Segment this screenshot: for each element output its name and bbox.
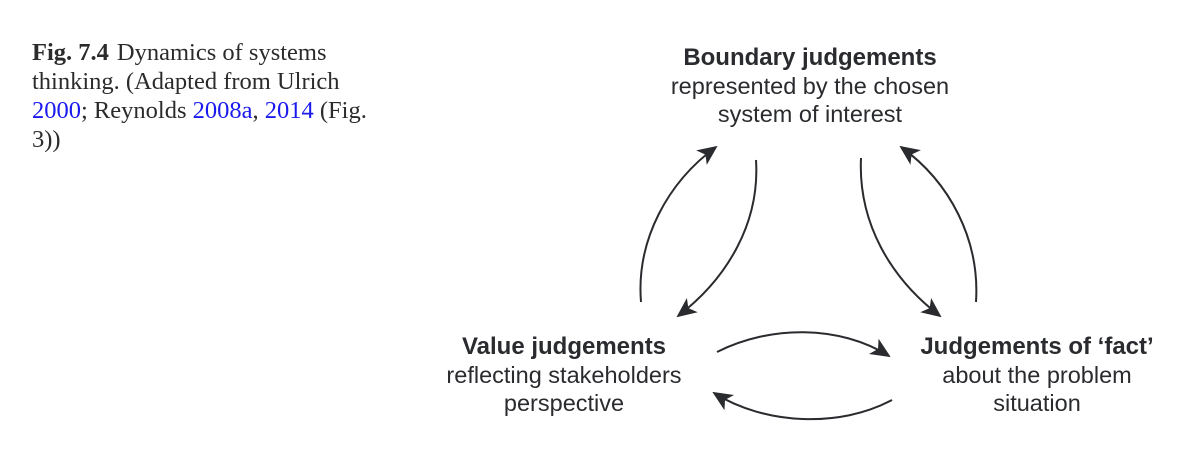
node-judgements-of-fact: Judgements of ‘fact’ about the problem s… [882, 333, 1192, 417]
citation-link-ulrich-2000[interactable]: 2000 [32, 97, 81, 124]
arrow-value-to-boundary [639, 145, 718, 303]
node-title: Boundary judgements [683, 44, 937, 71]
arrow-boundary-to-fact [859, 157, 942, 318]
caption-text: Dynamics of systems thinking. (Adapted f… [32, 39, 340, 95]
arrow-fact-to-boundary [899, 145, 978, 303]
citation-link-reynolds-2014[interactable]: 2014 [264, 97, 314, 124]
node-value-judgements: Value judgements reflecting stakeholders… [405, 333, 723, 417]
arrow-fact-to-value [712, 391, 893, 421]
citation-link-reynolds-2008a[interactable]: 2008a [192, 97, 253, 124]
caption-text: ; Reynolds [81, 97, 193, 124]
node-description: perspective [503, 390, 625, 416]
node-title: Judgements of ‘fact’ [920, 333, 1154, 360]
node-description: represented by the chosen [670, 73, 950, 99]
figure-label: Fig. 7.4 [32, 39, 109, 66]
arrow-boundary-to-value [676, 159, 758, 318]
node-title: Value judgements [461, 333, 667, 360]
node-description: about the problem [942, 362, 1132, 388]
node-description: system of interest [717, 101, 903, 127]
arrow-value-to-fact [716, 331, 891, 358]
node-boundary-judgements: Boundary judgements represented by the c… [610, 44, 1010, 128]
caption-text: , [252, 97, 265, 124]
node-description: reflecting stakeholders [446, 362, 682, 388]
node-description: situation [993, 390, 1081, 416]
caption-text: (Fig. 3)) [32, 97, 367, 153]
